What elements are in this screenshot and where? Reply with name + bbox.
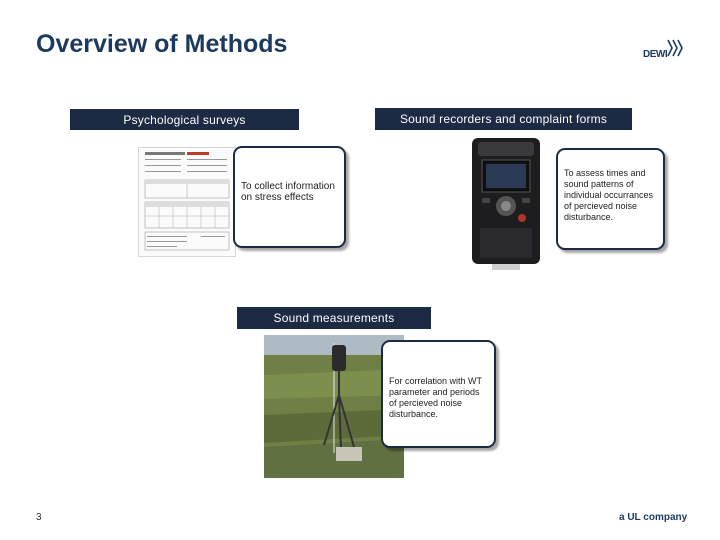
footer-brand: a UL company xyxy=(619,512,688,523)
surveys-label: Psychological surveys xyxy=(70,109,299,130)
slide-title: Overview of Methods xyxy=(36,30,288,58)
measurements-callout: For correlation with WT parameter and pe… xyxy=(381,340,496,448)
recorders-callout: To assess times and sound patterns of in… xyxy=(556,148,665,250)
surveys-callout: To collect information on stress effects xyxy=(233,146,346,248)
dewi-logo-text: DEWI xyxy=(643,49,668,60)
field-measurement-photo xyxy=(264,335,404,478)
measurements-label: Sound measurements xyxy=(237,307,431,329)
survey-form-graphic xyxy=(144,152,230,251)
recorders-label: Sound recorders and complaint forms xyxy=(375,108,632,130)
field-measurement-graphic xyxy=(264,335,404,478)
sound-recorder-image xyxy=(472,138,540,270)
survey-form-image xyxy=(138,147,236,257)
dewi-logo-icon xyxy=(667,39,683,57)
page-number: 3 xyxy=(36,512,42,523)
